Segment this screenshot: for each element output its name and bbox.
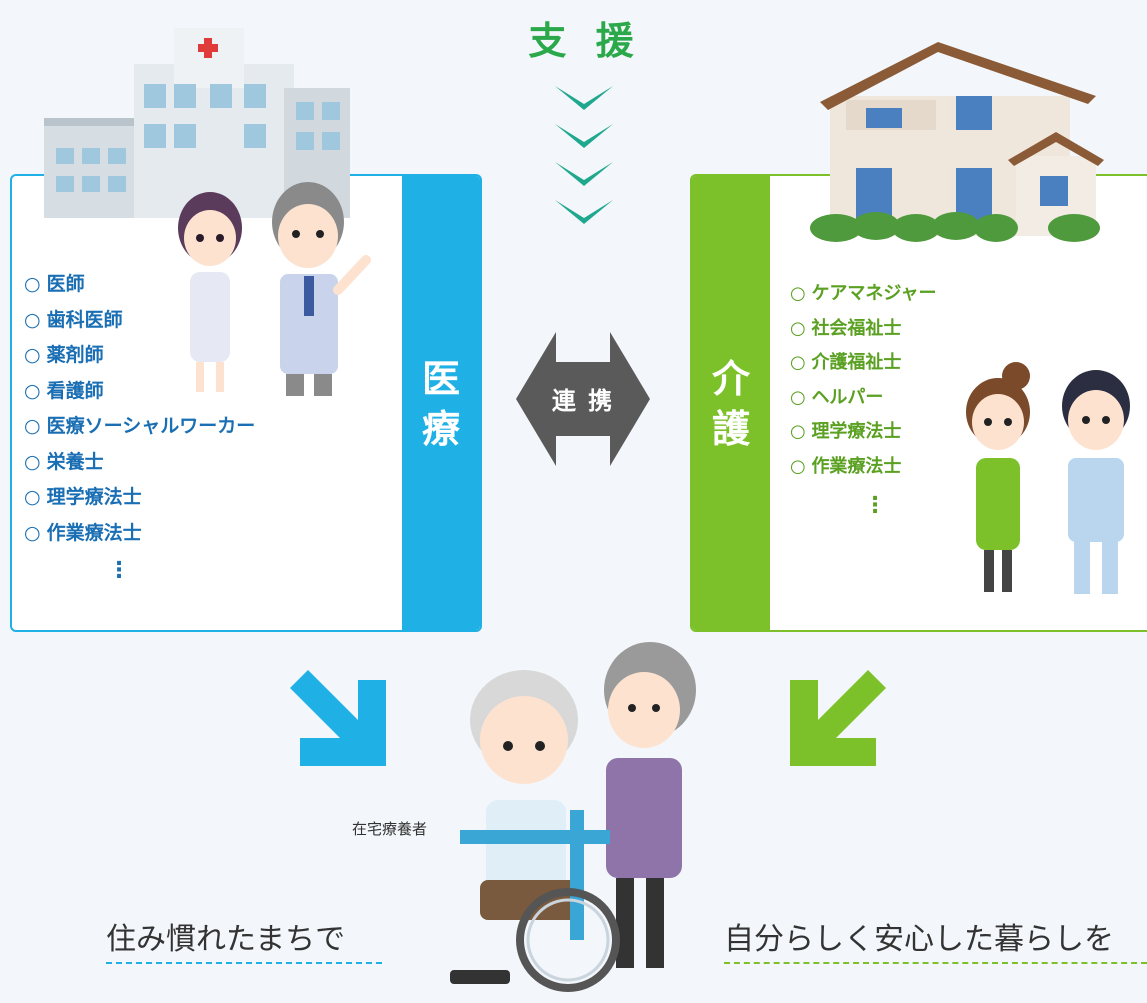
list-item: 作業療法士 bbox=[24, 516, 255, 552]
list-item: 薬剤師 bbox=[24, 338, 255, 374]
list-item: 医師 bbox=[24, 267, 255, 303]
care-label-bar: 介 護 bbox=[692, 176, 770, 630]
medical-label-bar: 医 療 bbox=[402, 176, 480, 630]
collaboration-double-arrow bbox=[516, 332, 650, 466]
list-item: 社会福祉士 bbox=[790, 312, 937, 347]
more-roles-ellipsis: ⋮ bbox=[108, 558, 130, 583]
care-roles-list: ケアマネジャー 社会福祉士 介護福祉士 ヘルパー 理学療法士 作業療法士 bbox=[790, 277, 937, 485]
tagline-left-underline bbox=[106, 962, 382, 964]
care-workers-illustration bbox=[966, 362, 1130, 594]
list-item: ケアマネジャー bbox=[790, 277, 936, 312]
medical-label-bottom: 療 bbox=[421, 407, 460, 451]
list-item: 理学療法士 bbox=[24, 480, 255, 516]
support-title: 支 援 bbox=[528, 19, 642, 63]
list-item: 歯科医師 bbox=[24, 303, 255, 339]
chevron-down-icon bbox=[555, 162, 613, 186]
chevron-down-icon bbox=[555, 200, 613, 224]
chevron-down-icon bbox=[555, 86, 613, 110]
tagline-left: 住み慣れたまちで bbox=[106, 922, 346, 957]
collaboration-label: 連 携 bbox=[551, 387, 615, 415]
care-label-top: 介 bbox=[711, 357, 750, 401]
list-item: 看護師 bbox=[24, 374, 255, 410]
hospital-illustration bbox=[44, 28, 350, 218]
arrow-down-right-icon bbox=[290, 670, 386, 766]
list-item: 栄養士 bbox=[24, 445, 255, 481]
patient-wheelchair-illustration bbox=[450, 642, 696, 992]
tagline-right-underline bbox=[724, 962, 1147, 964]
list-item: 介護福祉士 bbox=[790, 346, 937, 381]
care-label-bottom: 護 bbox=[711, 407, 750, 451]
list-item: 作業療法士 bbox=[790, 450, 937, 485]
patient-label: 在宅療養者 bbox=[352, 820, 428, 838]
list-item: 理学療法士 bbox=[790, 415, 937, 450]
arrow-down-left-icon bbox=[790, 670, 886, 766]
list-item: 医療ソーシャルワーカー bbox=[24, 409, 256, 445]
tagline-right: 自分らしく安心した暮らしを bbox=[724, 922, 1114, 957]
chevron-down-icon bbox=[555, 124, 613, 148]
more-roles-ellipsis: ⋮ bbox=[864, 493, 886, 518]
medical-roles-list: 医師 歯科医師 薬剤師 看護師 医療ソーシャルワーカー 栄養士 理学療法士 作業… bbox=[24, 267, 256, 552]
list-item: ヘルパー bbox=[790, 381, 937, 416]
house-illustration bbox=[810, 42, 1104, 242]
medical-label-top: 医 bbox=[421, 357, 460, 401]
